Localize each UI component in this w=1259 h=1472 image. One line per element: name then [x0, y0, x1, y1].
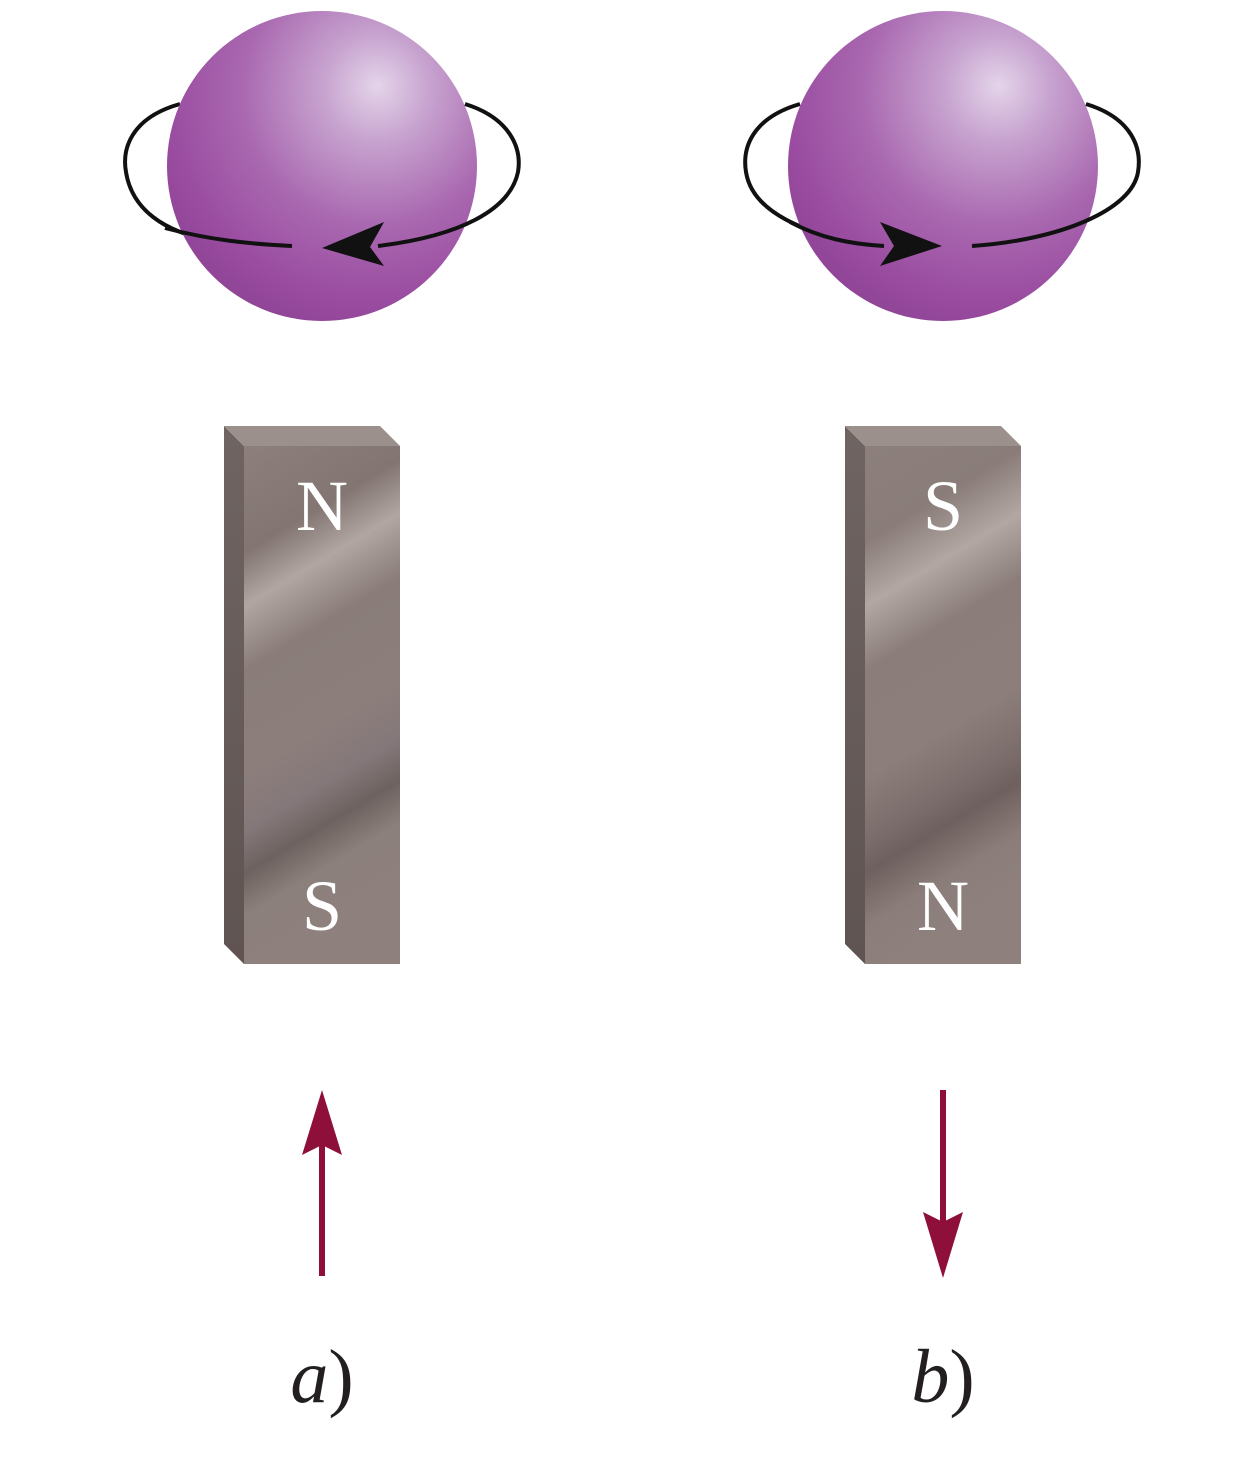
electron-sphere-b: [788, 11, 1098, 321]
panel-a: N S a): [123, 11, 521, 1419]
electron-sphere-a: [167, 11, 477, 321]
rotation-arrowhead-b-icon: [880, 222, 942, 266]
orbit-right-a: [377, 102, 521, 248]
magnet-bottom-pole-a: S: [302, 866, 342, 946]
bar-magnet-a: N S: [224, 426, 400, 964]
bar-magnet-b: S N: [845, 426, 1021, 964]
rotation-arrowhead-a-icon: [322, 222, 384, 266]
caption-a: a): [290, 1335, 353, 1419]
magnet-bottom-pole-b: N: [917, 866, 969, 946]
caption-b: b): [911, 1335, 974, 1419]
orbit-front-a: [164, 226, 293, 248]
orbit-front-b: [789, 220, 885, 248]
panel-b: S N b): [743, 11, 1141, 1419]
spin-arrow-down-icon: [923, 1090, 963, 1278]
spin-arrow-up-icon: [302, 1090, 342, 1276]
orbit-right-b: [971, 102, 1141, 248]
magnet-top-pole-a: N: [296, 466, 348, 546]
magnet-top-pole-b: S: [923, 466, 963, 546]
